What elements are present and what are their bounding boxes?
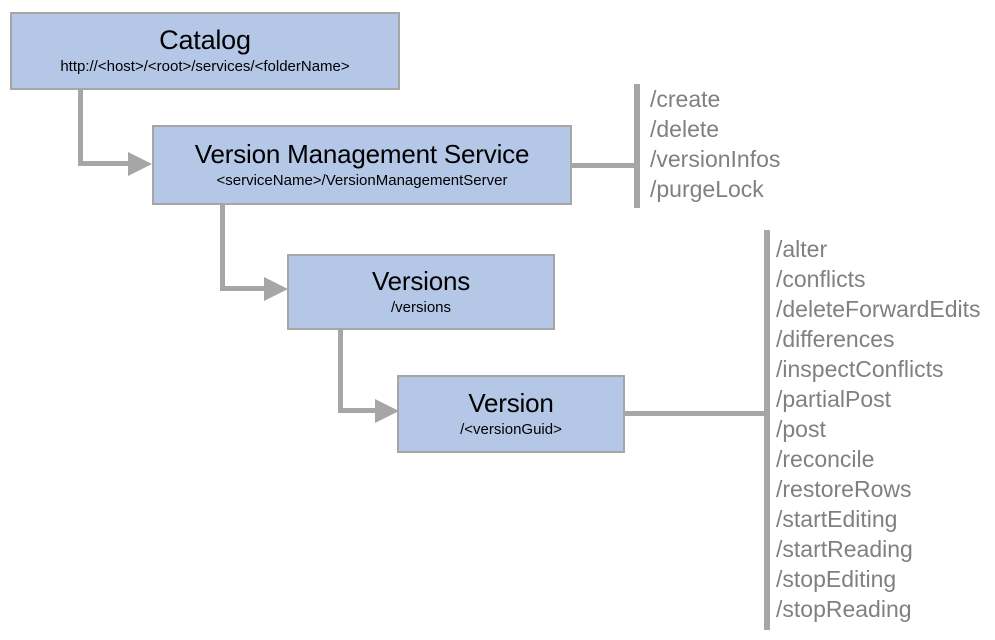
operation-version-0: /alter	[776, 236, 828, 262]
connector-versions-to-version-horizontal	[338, 408, 380, 413]
node-versions-title: Versions	[371, 265, 471, 296]
connector-catalog-to-service-vertical	[78, 90, 83, 166]
node-version-subtitle: /<versionGuid>	[460, 420, 562, 438]
node-version-title: Version	[468, 387, 554, 418]
node-version-management-service-subtitle: <serviceName>/VersionManagementServer	[216, 171, 508, 189]
operation-version-8: /restoreRows	[776, 476, 912, 502]
operation-service-0: /create	[650, 86, 721, 112]
operation-version-5: /partialPost	[776, 386, 892, 412]
node-version-management-service-title: Version Management Service	[194, 138, 530, 169]
arrowhead-versions-to-version-icon	[375, 399, 399, 423]
operation-version-10: /startReading	[776, 536, 913, 562]
operation-version-9: /startEditing	[776, 506, 898, 532]
arrowhead-catalog-to-service-icon	[128, 152, 152, 176]
node-version[interactable]: Version /<versionGuid>	[397, 375, 625, 453]
operations-list-version: /alter/conflicts/deleteForwardEdits/diff…	[776, 234, 981, 624]
operation-service-2: /versionInfos	[650, 146, 781, 172]
arrowhead-service-to-versions-icon	[264, 277, 288, 301]
operation-version-3: /differences	[776, 326, 895, 352]
operation-version-1: /conflicts	[776, 266, 866, 292]
node-catalog-title: Catalog	[159, 25, 251, 56]
operation-version-11: /stopEditing	[776, 566, 897, 592]
operations-list-service: /create/delete/versionInfos/purgeLock	[650, 84, 780, 204]
operations-bracket-version	[764, 230, 770, 630]
node-catalog-subtitle: http://<host>/<root>/services/<folderNam…	[60, 58, 350, 76]
node-versions[interactable]: Versions /versions	[287, 254, 555, 330]
operation-version-2: /deleteForwardEdits	[776, 296, 981, 322]
operation-version-4: /inspectConflicts	[776, 356, 944, 382]
node-catalog[interactable]: Catalog http://<host>/<root>/services/<f…	[10, 12, 400, 90]
node-versions-subtitle: /versions	[390, 298, 452, 316]
operation-version-7: /reconcile	[776, 446, 875, 472]
connector-service-to-operations	[572, 163, 640, 168]
connector-catalog-to-service-horizontal	[78, 161, 134, 166]
connector-version-to-operations	[625, 411, 770, 416]
node-version-management-service[interactable]: Version Management Service <serviceName>…	[152, 125, 572, 205]
operation-service-3: /purgeLock	[650, 176, 764, 202]
connector-service-to-versions-horizontal	[220, 286, 270, 291]
operation-version-12: /stopReading	[776, 596, 912, 622]
operation-version-6: /post	[776, 416, 826, 442]
connector-service-to-versions-vertical	[220, 205, 225, 291]
operations-bracket-service	[634, 84, 640, 208]
connector-versions-to-version-vertical	[338, 330, 343, 413]
operation-service-1: /delete	[650, 116, 720, 142]
